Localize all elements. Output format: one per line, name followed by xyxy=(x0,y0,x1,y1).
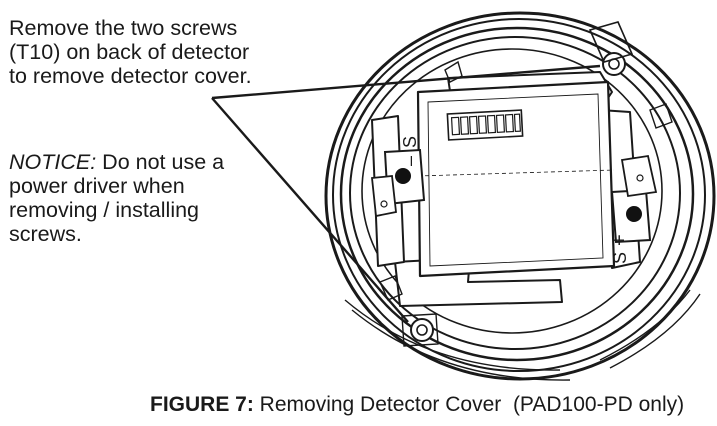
screw-bottom-left-icon xyxy=(401,313,439,347)
housing-inner-ring xyxy=(361,48,663,334)
screw-top-right-icon xyxy=(588,21,634,76)
dip-switch xyxy=(446,109,524,141)
housing-outer-ring xyxy=(324,11,716,381)
notice-line-1: NOTICE: Do not use a xyxy=(9,150,224,174)
terminal-right xyxy=(610,154,658,244)
terminal-left-label: S xyxy=(400,136,420,148)
terminal-right-sign: + xyxy=(609,234,631,246)
notice-line-4: screws. xyxy=(9,222,82,246)
terminal-left xyxy=(371,148,426,218)
figure-caption: FIGURE 7: Removing Detector Cover (PAD10… xyxy=(150,392,684,418)
housing-ring-4 xyxy=(349,36,681,350)
notice-label: NOTICE: xyxy=(9,150,97,174)
callout-line-2: (T10) on back of detector xyxy=(9,40,250,64)
notice-line-3: removing / installing xyxy=(9,198,200,222)
figure-caption-text: Removing Detector Cover (PAD100-PD only) xyxy=(253,393,685,416)
notice-text: NOTICE: Do not use a power driver when r… xyxy=(9,150,224,246)
housing-ring-3 xyxy=(339,26,695,362)
notice-line-2: power driver when xyxy=(9,174,185,198)
notice-line-1-text: Do not use a xyxy=(96,150,225,174)
terminal-left-sign: – xyxy=(400,156,420,166)
callout-text: Remove the two screws (T10) on back of d… xyxy=(9,16,252,88)
callout-line-3: to remove detector cover. xyxy=(9,64,252,88)
figure-caption-label: FIGURE 7: xyxy=(150,393,254,416)
housing-ring-2 xyxy=(332,18,706,372)
terminal-right-label: S xyxy=(610,252,630,264)
callout-line-1: Remove the two screws xyxy=(9,16,238,40)
callout-pointer xyxy=(211,64,601,323)
